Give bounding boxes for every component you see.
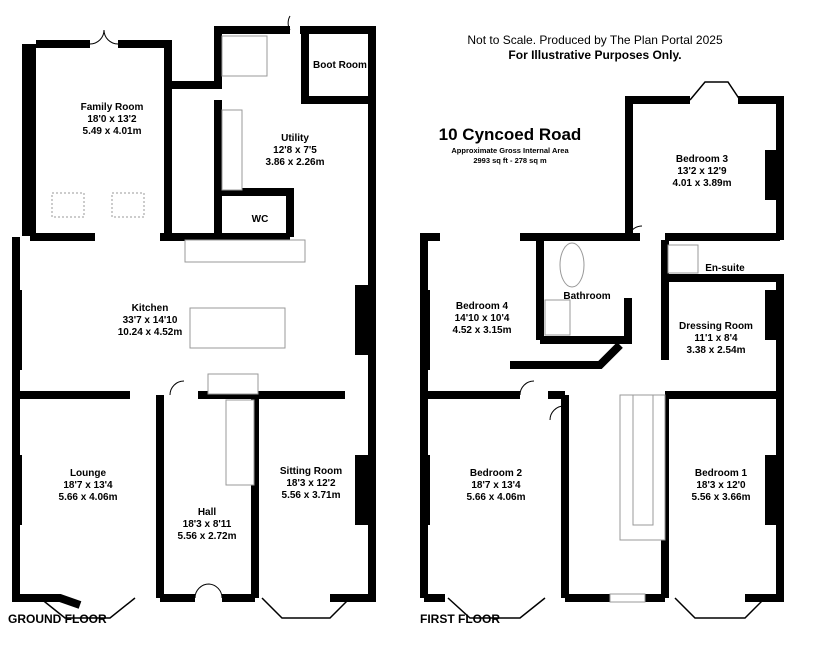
lounge-name: Lounge: [70, 468, 107, 479]
dressing-room-imperial: 11'1 x 8'4: [694, 333, 738, 344]
first-floor-label: FIRST FLOOR: [420, 612, 500, 626]
property-address: 10 Cyncoed Road: [438, 125, 582, 144]
dressing-room-name: Dressing Room: [679, 321, 753, 332]
bathroom-name: Bathroom: [563, 291, 610, 302]
lounge-metric: 5.66 x 4.06m: [59, 492, 118, 503]
hall-metric: 5.56 x 2.72m: [178, 531, 237, 542]
utility-metric: 3.86 x 2.26m: [266, 157, 325, 168]
ground-floor-bays: [39, 597, 351, 619]
first-floor-fixtures: [519, 225, 699, 541]
boot-room-name: Boot Room: [313, 60, 367, 71]
bedroom-3-imperial: 13'2 x 12'9: [677, 166, 727, 177]
first-floor-bays: [447, 81, 766, 619]
first-floor-room-labels: Bedroom 3 13'2 x 12'9 4.01 x 3.89m En-su…: [453, 154, 754, 503]
bedroom-4-metric: 4.52 x 3.15m: [453, 325, 512, 336]
bedroom-2-metric: 5.66 x 4.06m: [467, 492, 526, 503]
kitchen-name: Kitchen: [132, 303, 169, 314]
en-suite-name: En-suite: [705, 263, 745, 274]
hall-name: Hall: [198, 507, 217, 518]
family-room-imperial: 18'0 x 13'2: [87, 114, 137, 125]
ground-floor-label: GROUND FLOOR: [8, 612, 107, 626]
sitting-room-metric: 5.56 x 3.71m: [282, 490, 341, 501]
area-label: Approximate Gross Internal Area: [451, 146, 569, 155]
wc-name: WC: [252, 214, 269, 225]
area-value: 2993 sq ft - 278 sq m: [473, 156, 547, 165]
bedroom-1-imperial: 18'3 x 12'0: [696, 480, 746, 491]
bedroom-1-metric: 5.56 x 3.66m: [692, 492, 751, 503]
utility-imperial: 12'8 x 7'5: [273, 145, 317, 156]
bedroom-2-imperial: 18'7 x 13'4: [471, 480, 521, 491]
utility-name: Utility: [281, 133, 309, 144]
ground-floor-walls: [12, 26, 376, 609]
kitchen-imperial: 33'7 x 14'10: [123, 315, 178, 326]
bedroom-2-name: Bedroom 2: [470, 468, 523, 479]
family-room-name: Family Room: [81, 102, 144, 113]
bedroom-3-name: Bedroom 3: [676, 154, 729, 165]
ground-floor-fixtures: [51, 15, 306, 599]
bedroom-3-metric: 4.01 x 3.89m: [673, 178, 732, 189]
bedroom-4-imperial: 14'10 x 10'4: [455, 313, 510, 324]
lounge-imperial: 18'7 x 13'4: [63, 480, 113, 491]
kitchen-metric: 10.24 x 4.52m: [118, 327, 183, 338]
family-room-metric: 5.49 x 4.01m: [83, 126, 142, 137]
hall-imperial: 18'3 x 8'11: [183, 519, 232, 530]
sitting-room-name: Sitting Room: [280, 466, 342, 477]
bedroom-1-name: Bedroom 1: [695, 468, 748, 479]
ground-floor-room-labels: Family Room 18'0 x 13'2 5.49 x 4.01m Boo…: [59, 60, 368, 542]
bedroom-4-name: Bedroom 4: [456, 301, 509, 312]
illustrative-note: For Illustrative Purposes Only.: [508, 48, 682, 62]
dressing-room-metric: 3.38 x 2.54m: [687, 345, 746, 356]
disclaimer: Not to Scale. Produced by The Plan Porta…: [467, 33, 723, 47]
sitting-room-imperial: 18'3 x 12'2: [286, 478, 336, 489]
